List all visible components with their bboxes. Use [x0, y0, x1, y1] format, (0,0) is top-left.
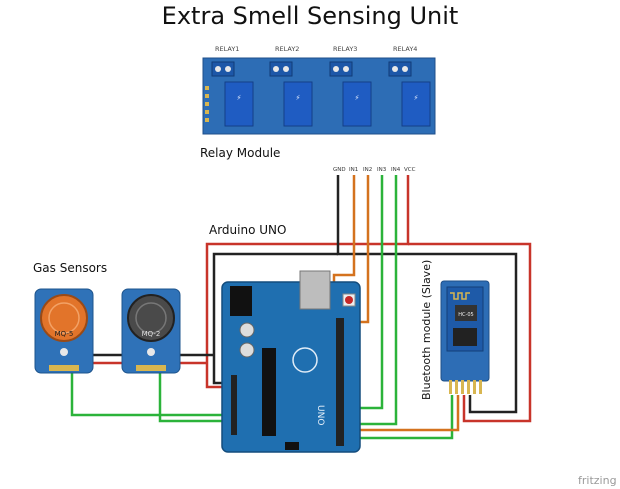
bt-chip	[455, 305, 477, 321]
gas-sensors-caption: Gas Sensors	[33, 261, 108, 275]
power-jack	[230, 286, 252, 316]
mq2-sensor-dome	[127, 294, 175, 342]
mq2-label: MQ-2	[142, 330, 161, 338]
mq5-pot	[60, 348, 68, 356]
reset-button-cap	[345, 296, 353, 304]
bt-chip-label: HC-05	[458, 312, 473, 318]
wire-green-bt-tx	[344, 395, 454, 440]
fritzing-watermark: fritzing	[578, 474, 617, 487]
wire-red-vcc	[205, 175, 410, 389]
mq2-pins	[136, 365, 166, 371]
wire-black-gnd	[336, 175, 518, 414]
wire-red-bt	[408, 242, 532, 423]
relay-unit-1: ⚡	[211, 61, 254, 127]
svg-text:⚡: ⚡	[237, 94, 242, 102]
wire-green-mq2	[158, 372, 231, 423]
relay-unit-3: ⚡	[329, 61, 372, 127]
mq5-pins	[49, 365, 79, 371]
relay1-label: RELAY1	[215, 45, 240, 53]
arduino-board: UNO	[221, 270, 361, 453]
gas-sensor-mq2: MQ-2	[121, 288, 181, 374]
relay-unit-2: ⚡	[269, 61, 313, 127]
relay-module: ⚡ ⚡ ⚡ ⚡	[202, 57, 436, 135]
arduino-board-label: UNO	[315, 405, 325, 425]
mq2-pot	[147, 348, 155, 356]
relay-pin-vcc-label: VCC	[404, 167, 416, 173]
mq5-sensor-dome	[40, 294, 88, 342]
bt-antenna-icon	[450, 292, 470, 300]
icsp-header	[285, 442, 299, 450]
arduino-logo-icon	[292, 347, 318, 373]
svg-text:⚡: ⚡	[355, 94, 360, 102]
relay-pin-gnd-label: GND	[333, 167, 346, 173]
power-header	[231, 375, 237, 435]
capacitor-2	[239, 342, 255, 358]
relay-unit-4: ⚡	[388, 61, 431, 127]
wire-orange-bt-rx	[344, 395, 460, 432]
relay-pin-in1-label: IN1	[349, 167, 359, 173]
relay3-label: RELAY3	[333, 45, 358, 53]
bluetooth-module: HC-05	[440, 280, 490, 394]
atmega-chip	[262, 348, 276, 436]
wire-green-mq5	[70, 372, 231, 417]
svg-text:⚡: ⚡	[296, 94, 301, 102]
relay-pin-in2-label: IN2	[363, 167, 373, 173]
bt-pins	[449, 380, 482, 394]
relay-pin-in4-label: IN4	[391, 167, 401, 173]
relay2-label: RELAY2	[275, 45, 300, 53]
arduino-caption: Arduino UNO	[209, 223, 287, 237]
gas-sensor-mq5: MQ-5	[34, 288, 94, 374]
relay-pin-in3-label: IN3	[377, 167, 387, 173]
relay-header-pins	[205, 86, 209, 122]
wire-orange-in2	[358, 175, 370, 324]
diagram-title: Extra Smell Sensing Unit	[161, 2, 459, 30]
wire-green-in4	[344, 175, 398, 426]
capacitor-1	[239, 322, 255, 338]
usb-port	[299, 270, 331, 310]
svg-text:⚡: ⚡	[414, 94, 419, 102]
arduino-pcb	[221, 281, 361, 453]
relay4-label: RELAY4	[393, 45, 418, 53]
mq5-label: MQ-5	[55, 330, 74, 338]
bt-chip-2	[453, 328, 477, 346]
digital-header	[336, 318, 344, 446]
relay-module-caption: Relay Module	[200, 146, 281, 160]
